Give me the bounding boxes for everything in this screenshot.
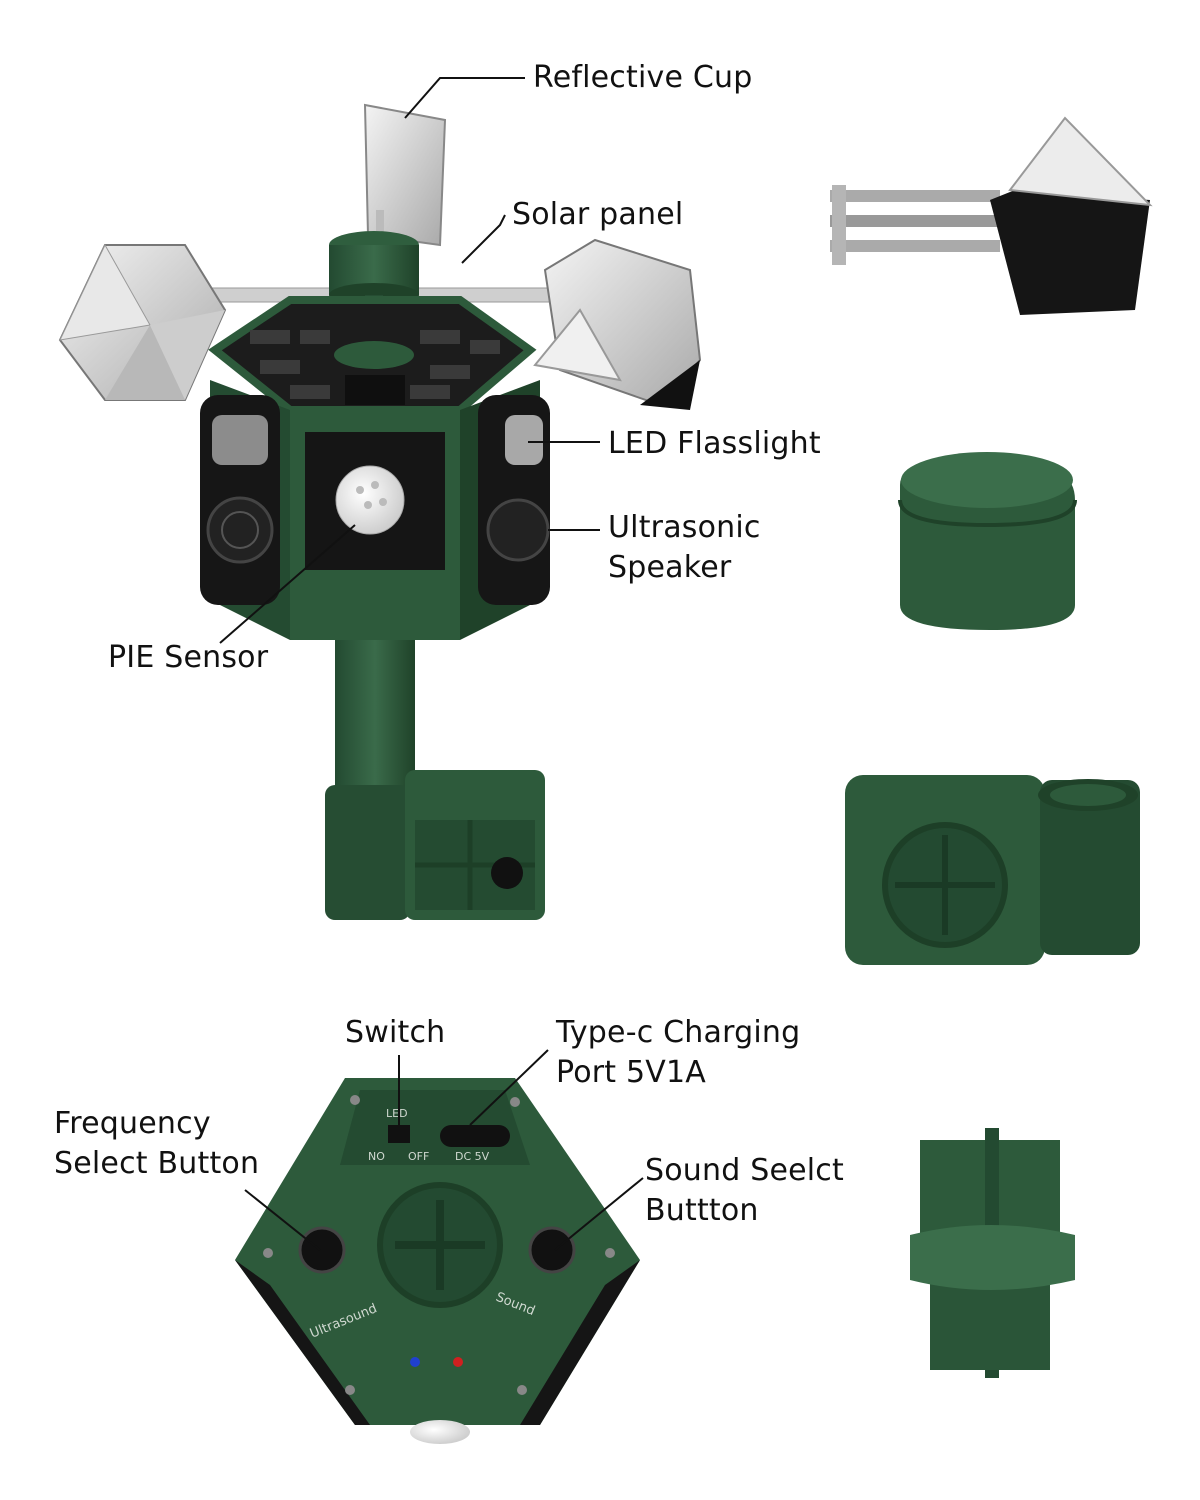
usb-c-port bbox=[440, 1125, 510, 1147]
main-device bbox=[58, 103, 702, 920]
label-sound-select: Sound Seelct Buttton bbox=[645, 1151, 844, 1231]
red-led-icon bbox=[453, 1357, 463, 1367]
leader-lines bbox=[219, 77, 644, 1251]
label-frequency-line1: Frequency bbox=[54, 1106, 211, 1141]
label-sound-line1: Sound Seelct bbox=[645, 1153, 844, 1188]
dc5v-text: DC 5V bbox=[455, 1150, 490, 1163]
stake-pole bbox=[335, 640, 415, 790]
sound-knob-icon bbox=[528, 1226, 576, 1274]
label-solar-panel: Solar panel bbox=[512, 197, 684, 232]
pir-sensor-dome bbox=[335, 465, 405, 535]
off-text: OFF bbox=[408, 1150, 429, 1163]
stake-spike-part bbox=[910, 1128, 1075, 1378]
cup-with-arms bbox=[830, 116, 1153, 315]
label-frequency-line2: Select Button bbox=[54, 1146, 260, 1181]
bottom-view: LED NO OFF DC 5V Ultrasound Sound bbox=[235, 1078, 640, 1444]
reflective-cup-left bbox=[58, 243, 227, 401]
label-switch: Switch bbox=[345, 1015, 446, 1050]
label-pie-sensor: PIE Sensor bbox=[108, 640, 269, 675]
no-text: NO bbox=[368, 1150, 385, 1163]
label-led-flashlight: LED Flasslight bbox=[608, 426, 821, 461]
bracket-part bbox=[845, 775, 1140, 965]
label-ultrasonic-line2: Speaker bbox=[608, 550, 732, 585]
label-type-c-line2: Port 5V1A bbox=[556, 1055, 707, 1090]
top-cap-part bbox=[898, 452, 1077, 630]
label-frequency: Frequency Select Button bbox=[54, 1104, 259, 1184]
led-text: LED bbox=[386, 1107, 408, 1120]
reflective-cup-right bbox=[533, 238, 702, 410]
solar-panel bbox=[208, 296, 537, 414]
label-sound-line2: Buttton bbox=[645, 1193, 759, 1228]
label-ultrasonic-speaker: Ultrasonic Speaker bbox=[608, 508, 761, 588]
label-reflective-cup: Reflective Cup bbox=[533, 60, 753, 95]
label-ultrasonic-line1: Ultrasonic bbox=[608, 510, 761, 545]
blue-led-icon bbox=[410, 1357, 420, 1367]
label-type-c: Type-c Charging Port 5V1A bbox=[556, 1013, 800, 1093]
label-type-c-line1: Type-c Charging bbox=[556, 1015, 801, 1050]
hex-body bbox=[200, 380, 550, 640]
mount-bracket bbox=[325, 770, 545, 920]
frequency-knob-icon bbox=[298, 1226, 346, 1274]
knob-icon bbox=[491, 857, 523, 889]
